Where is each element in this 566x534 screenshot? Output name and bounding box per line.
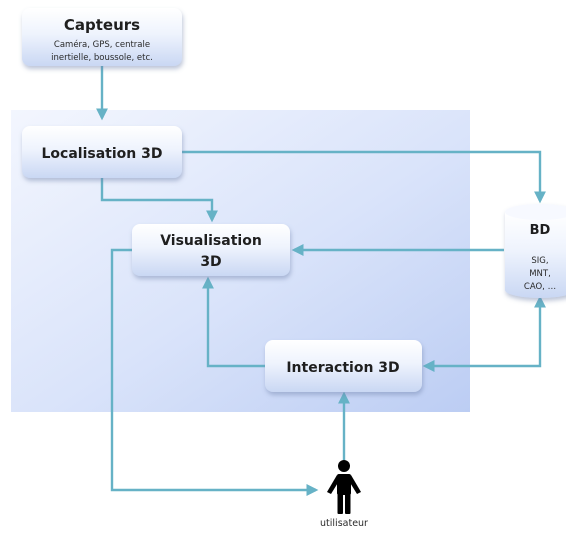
user-label: utilisateur bbox=[320, 518, 368, 529]
bd-line3: CAO, … bbox=[524, 282, 556, 292]
bd-labels: BD SIG, MNT, CAO, … bbox=[524, 223, 556, 292]
arrow-interaction-visualisation bbox=[202, 276, 266, 368]
arrow-interaction-bd bbox=[422, 295, 546, 372]
visualisation-line1: Visualisation bbox=[160, 233, 262, 249]
interaction-box: Interaction 3D bbox=[265, 340, 422, 392]
arrow-localisation-bd bbox=[182, 150, 546, 204]
capteurs-line2: inertielle, boussole, etc. bbox=[51, 53, 153, 63]
bd-line2: MNT, bbox=[529, 269, 551, 279]
capteurs-line1: Caméra, GPS, centrale bbox=[54, 39, 150, 50]
bd-title: BD bbox=[530, 223, 551, 238]
capteurs-title: Capteurs bbox=[64, 16, 140, 34]
connectors bbox=[96, 66, 546, 496]
bd-database bbox=[505, 204, 566, 298]
localisation-box: Localisation 3D bbox=[22, 126, 182, 178]
interaction-title: Interaction 3D bbox=[286, 360, 399, 376]
visualisation-box: Visualisation 3D bbox=[132, 224, 290, 276]
arrow-localisation-visualisation bbox=[100, 178, 218, 223]
arrow-visualisation-utilisateur bbox=[110, 248, 319, 496]
localisation-title: Localisation 3D bbox=[42, 146, 163, 162]
bd-line1: SIG, bbox=[531, 256, 548, 266]
capteurs-box: Capteurs Caméra, GPS, centrale inertiell… bbox=[22, 8, 182, 66]
person-icon bbox=[327, 460, 361, 514]
visualisation-line2: 3D bbox=[200, 254, 221, 270]
